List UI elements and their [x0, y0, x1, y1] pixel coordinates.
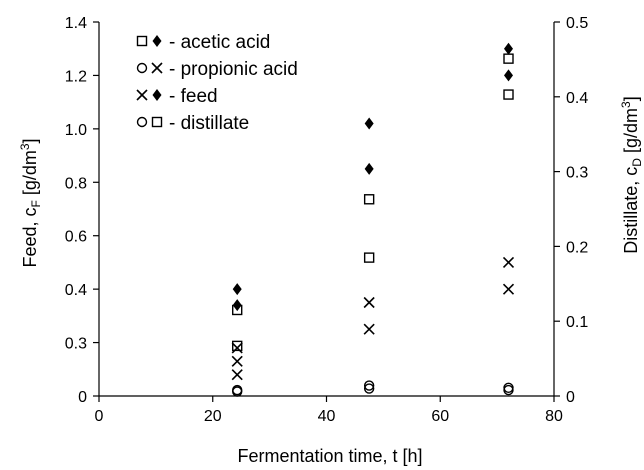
square-open-point: [232, 340, 243, 352]
legend-entry: - propionic acid: [136, 59, 298, 80]
left-y-tick-label: 0.3: [65, 336, 87, 353]
square-open-point: [363, 252, 375, 263]
left-axis-title-unit: [g/dm: [20, 150, 40, 200]
legend-diamond-filled-icon: [152, 35, 162, 47]
right-axis-title-sup: 3: [619, 101, 633, 108]
right-axis-title-close: ]: [621, 96, 641, 101]
cross-point: [363, 296, 375, 309]
square-open-point: [503, 53, 514, 64]
circle-open-point: [232, 386, 243, 397]
right-y-tick-label: 0.5: [566, 15, 588, 32]
x-tick-label: 60: [431, 408, 449, 425]
left-axis-title: Feed, cF [g/dm3]: [18, 138, 43, 267]
legend-circle-open-icon: [136, 62, 148, 74]
right-axis-title-sub: D: [630, 158, 644, 167]
legend-circle-open-icon: [136, 116, 148, 128]
left-y-tick-label: 0: [78, 389, 87, 406]
right-y-tick-label: 0.1: [566, 314, 588, 331]
legend: - acetic acid - propionic acid - feed - dis…: [136, 32, 298, 134]
right-y-tick-label: 0.2: [566, 239, 588, 256]
diamond-filled-point: [504, 69, 513, 82]
legend-cross-icon: [136, 89, 148, 101]
diamond-filled-point: [232, 283, 242, 296]
diamond-filled-point: [364, 117, 374, 130]
square-open-point: [363, 194, 375, 205]
legend-entry: - acetic acid: [136, 32, 270, 53]
left-axis-title-sup: 3: [18, 143, 32, 150]
x-tick-label: 20: [204, 408, 222, 425]
cross-point: [231, 369, 243, 381]
left-axis-title-sub: F: [29, 200, 43, 207]
left-y-tick-label: 0.8: [65, 175, 87, 192]
legend-label: - feed: [169, 86, 218, 107]
left-axis-title-close: ]: [20, 138, 40, 143]
legend-square-open-icon: [136, 35, 148, 47]
left-y-tick-label: 1.4: [65, 15, 87, 32]
cross-point: [502, 283, 515, 295]
legend-entry: - distillate: [136, 113, 249, 134]
legend-cross-icon: [151, 62, 163, 74]
legend-label: - acetic acid: [169, 32, 270, 53]
left-y-tick-label: 1.2: [65, 68, 87, 85]
circle-open-point: [363, 380, 375, 391]
legend-diamond-filled-icon: [152, 89, 162, 101]
x-tick-label: 80: [545, 408, 563, 425]
right-y-tick-label: 0.3: [566, 165, 588, 182]
left-y-tick-label: 0.6: [65, 229, 87, 246]
data-points: [231, 42, 515, 397]
right-axis-title-text: Distillate, c: [621, 167, 641, 254]
right-axis-title: Distillate, cD [g/dm3]: [619, 96, 644, 253]
square-open-point: [503, 89, 514, 100]
diamond-filled-point: [364, 162, 374, 175]
cross-point: [363, 323, 375, 335]
left-y-tick-label: 0.4: [65, 282, 87, 299]
axes: [98, 22, 555, 397]
diamond-filled-point: [504, 42, 513, 55]
circle-open-point: [503, 384, 514, 396]
cross-point: [502, 256, 515, 268]
legend-label: - propionic acid: [169, 59, 298, 80]
legend-entry: - feed: [136, 86, 218, 107]
right-axis-title-unit: [g/dm: [621, 108, 641, 158]
left-axis-title-text: Feed, c: [20, 208, 40, 268]
x-tick-label: 40: [318, 408, 336, 425]
left-y-tick-label: 1.0: [65, 122, 87, 139]
circle-open-point: [363, 383, 375, 394]
right-y-tick-label: 0.4: [566, 90, 588, 107]
cross-point: [231, 355, 243, 367]
right-y-tick-label: 0: [566, 389, 575, 406]
legend-label: - distillate: [169, 113, 249, 134]
legend-square-open-icon: [151, 116, 163, 128]
x-axis-title: Fermentation time, t [h]: [237, 446, 422, 466]
square-open-point: [232, 304, 243, 316]
x-tick-label: 0: [95, 408, 104, 425]
cross-point: [231, 342, 243, 354]
